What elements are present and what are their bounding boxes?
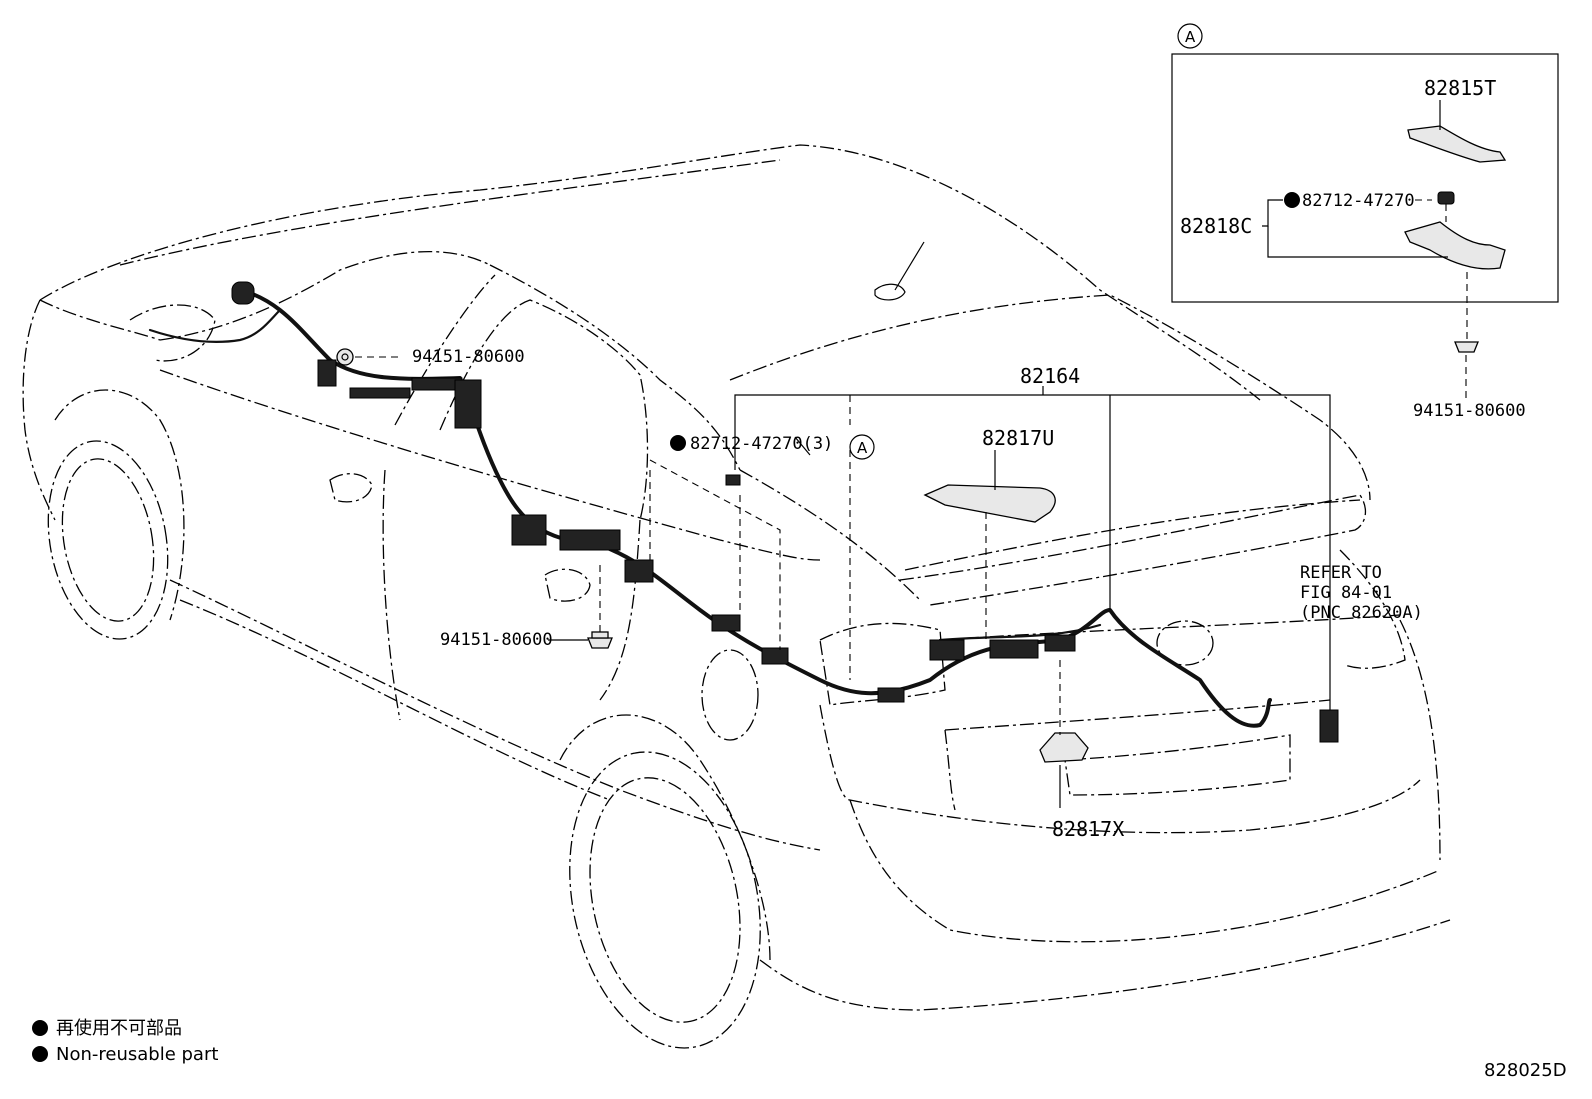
- harness-protector-icon: [989, 639, 1039, 659]
- label-harness: 82164: [1020, 364, 1080, 388]
- label-cover-t: 82815T: [1424, 76, 1496, 100]
- non-reusable-dot-icon: [1284, 192, 1300, 208]
- harness-clamp-icon: [877, 687, 905, 703]
- harness-connector-icon: [929, 639, 965, 661]
- callout-labels: 94151-80600 94151-80600 94151-80600 8271…: [412, 23, 1526, 841]
- label-refer-line3: (PNC 82620A): [1300, 603, 1423, 623]
- label-cover-c: 82818C: [1180, 214, 1252, 238]
- front-connector-icon: [231, 281, 255, 305]
- harness-protector-icon: [559, 529, 621, 551]
- label-clip-upper: 94151-80600: [412, 347, 525, 367]
- harness-clamp-icon: [711, 614, 741, 632]
- harness-clamp-icon: [624, 559, 654, 583]
- ref-a-inset: A: [1185, 28, 1196, 46]
- label-cover-u: 82817U: [982, 426, 1054, 450]
- clip-right-icon: [1454, 341, 1479, 353]
- legend-dot-icon: [32, 1020, 48, 1036]
- label-tape-main: 82712-47270(3): [690, 434, 833, 454]
- legend-dot-icon: [32, 1046, 48, 1062]
- cover-82817u-icon: [923, 484, 1056, 523]
- detail-inset-a: [1171, 53, 1559, 398]
- harness-protector-icon: [349, 387, 411, 399]
- harness-protector-icon: [454, 379, 482, 429]
- wire-harness-82164: [148, 281, 1339, 743]
- roof-antenna: [874, 241, 925, 301]
- non-reusable-dot-icon: [670, 435, 686, 451]
- legend: 再使用不可部品 Non-reusable part: [32, 1018, 218, 1065]
- harness-clamp-icon: [317, 359, 337, 387]
- ref-a-inset-circle: [1177, 23, 1203, 49]
- label-clip-right: 94151-80600: [1413, 401, 1526, 421]
- tape-icon: [725, 474, 741, 486]
- label-refer-line2: FIG 84-01: [1300, 583, 1392, 603]
- clip-mid-icon: [587, 631, 613, 649]
- harness-connector-icon: [1319, 709, 1339, 743]
- leader-lines: [355, 356, 1331, 808]
- cover-82818c-icon: [1404, 221, 1506, 270]
- figure-code: 828025D: [1484, 1060, 1567, 1081]
- label-clip-mid: 94151-80600: [440, 630, 553, 650]
- ref-a-main: A: [857, 439, 868, 457]
- harness-clamp-icon: [761, 647, 789, 665]
- tape-inset-icon: [1437, 191, 1455, 205]
- label-refer-line1: REFER TO: [1300, 563, 1382, 583]
- bracket-82817x-icon: [1039, 732, 1089, 763]
- legend-japanese: 再使用不可部品: [56, 1018, 182, 1039]
- harness-clamp-icon: [1044, 634, 1076, 652]
- car-body-outline: [22, 144, 1451, 1049]
- harness-protector-icon: [511, 514, 547, 546]
- legend-english: Non-reusable part: [56, 1044, 218, 1065]
- label-cover-x: 82817X: [1052, 817, 1124, 841]
- clip-upper-icon: [336, 348, 354, 366]
- label-tape-inset: 82712-47270: [1302, 191, 1415, 211]
- ref-a-main-circle: [849, 434, 875, 460]
- cover-82815t-icon: [1407, 125, 1507, 163]
